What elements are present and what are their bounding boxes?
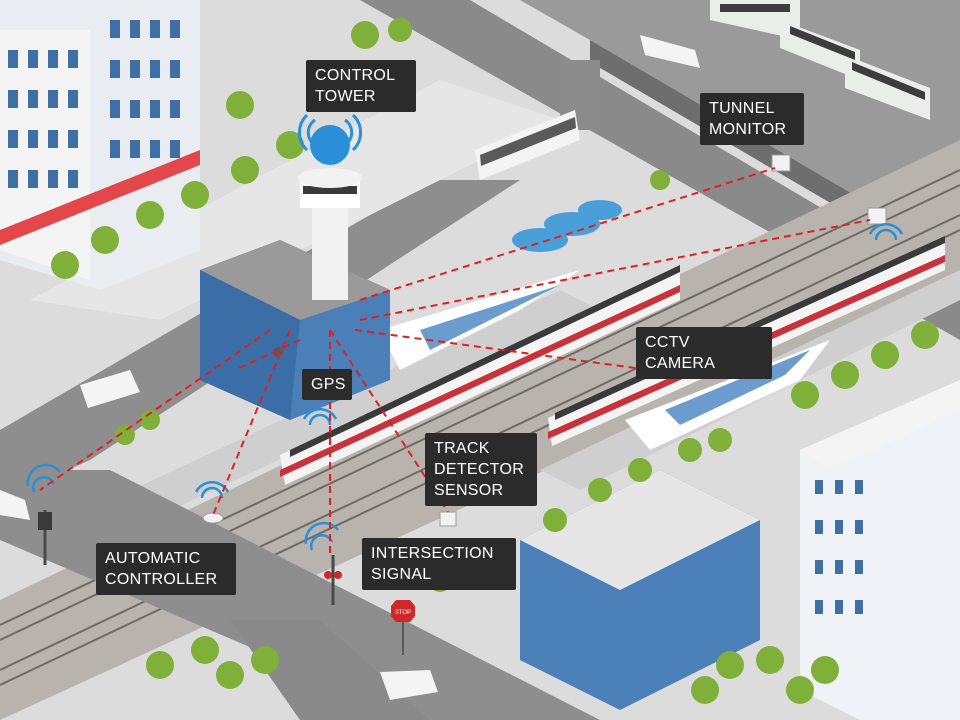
bus <box>475 110 580 180</box>
traffic-light-left <box>38 510 52 565</box>
building-white-right <box>800 380 960 720</box>
automatic-controller-device <box>202 512 224 524</box>
trees <box>51 18 939 704</box>
car-white-left <box>0 490 30 520</box>
train-left <box>280 265 680 485</box>
stop-sign-text: STOP <box>395 610 411 616</box>
building-top-left <box>0 0 200 290</box>
canopy-left-glass <box>420 285 560 350</box>
taxi <box>80 370 140 408</box>
label-cctv-camera: CCTV CAMERA <box>636 327 772 379</box>
car-white-bottom <box>380 670 438 700</box>
label-track-detector-sensor: TRACK DETECTOR SENSOR <box>425 433 537 506</box>
intersection-signal-device <box>324 555 342 605</box>
tunnel-monitor-device <box>771 154 791 172</box>
label-intersection-signal: INTERSECTION SIGNAL <box>362 538 516 590</box>
car-white-top <box>640 35 700 68</box>
stop-sign: STOP <box>391 600 415 655</box>
street-lower <box>0 470 600 720</box>
elevated-tram <box>710 0 930 120</box>
building-glass-bottom <box>520 470 760 710</box>
street-bottom <box>230 620 430 720</box>
label-automatic-controller: AUTOMATIC CONTROLLER <box>96 543 236 595</box>
label-tunnel-monitor: TUNNEL MONITOR <box>700 93 804 145</box>
control-tower-structure <box>298 125 362 300</box>
label-control-tower: CONTROL TOWER <box>306 60 416 112</box>
wifi-arcs <box>26 113 904 551</box>
signal-links <box>39 167 871 555</box>
rail-side-sensor-device <box>867 207 887 225</box>
track-detector-device <box>439 511 457 527</box>
fountain-plaza <box>512 200 622 252</box>
label-gps: GPS <box>302 369 352 400</box>
canopy-right-glass <box>665 350 810 425</box>
